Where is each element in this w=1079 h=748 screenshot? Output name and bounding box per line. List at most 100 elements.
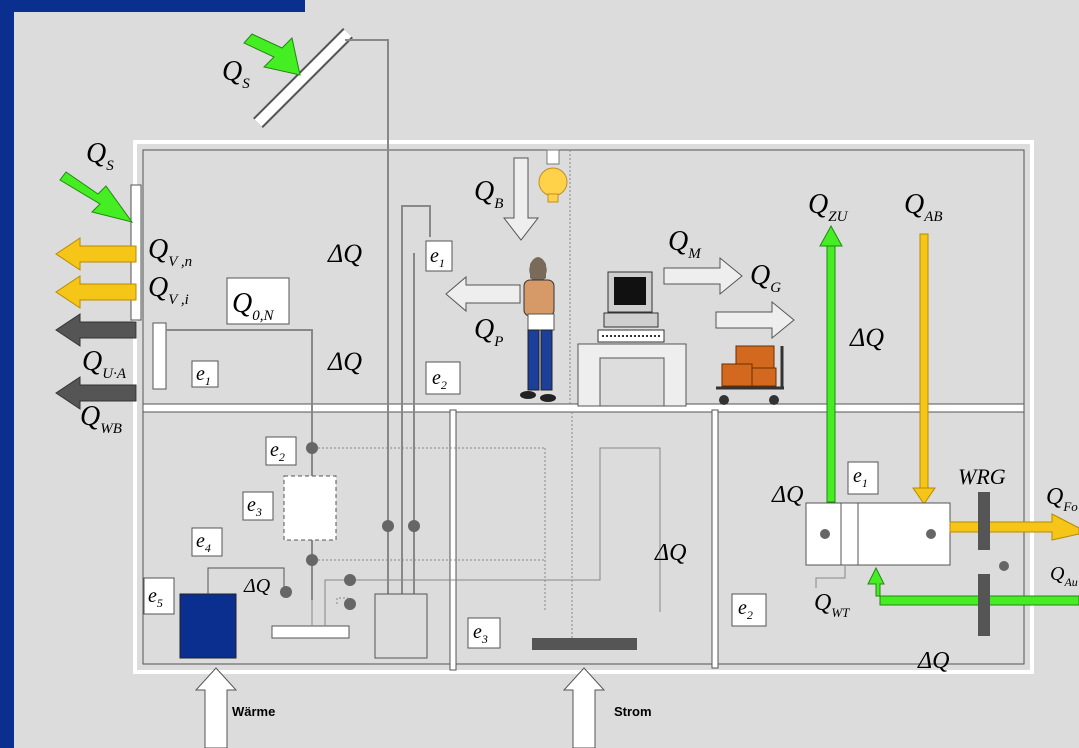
machine-gain-arrow <box>663 256 743 296</box>
hru-port-right <box>926 529 936 539</box>
valve-6 <box>344 574 356 586</box>
dotted-pipe-a <box>336 597 348 604</box>
wrg-plate-lower <box>978 574 990 636</box>
person-gain-arrow <box>445 275 521 313</box>
e-box-2-upper <box>425 361 461 395</box>
e-box-1 <box>191 360 219 388</box>
lighting-gain-arrow <box>502 157 540 241</box>
exhaust-air-arrow-head <box>912 487 936 505</box>
blue-frame-top <box>0 0 305 12</box>
supply-air-arrow-head <box>819 224 843 247</box>
boiler-pipe <box>207 567 285 594</box>
label-wrg: WRG <box>958 464 1006 489</box>
label-e1-c: e1 <box>853 465 868 490</box>
exhaust-air-arrow-shaft <box>919 233 929 489</box>
e-box-3-basement <box>242 491 274 521</box>
label-e1-a: e1 <box>196 363 211 388</box>
distribution-rail <box>271 625 350 639</box>
label-qfo: QFo <box>1046 484 1078 514</box>
pipe-loop <box>401 205 431 598</box>
label-qp: QP <box>474 314 503 350</box>
hru-port-left <box>820 529 830 539</box>
rail-pipe-2 <box>324 579 348 626</box>
label-dq-6: ΔQ <box>243 575 271 597</box>
vent-loss-arrow-i <box>55 275 137 309</box>
label-e1-b: e1 <box>430 245 445 270</box>
transmission-loss-arrow <box>55 313 137 347</box>
label-dq-7: ΔQ <box>917 648 949 674</box>
solar-arrow-left <box>59 171 134 223</box>
e-box-2-basement <box>265 436 297 466</box>
valve-7 <box>344 598 356 610</box>
label-qvn: QV ,n <box>148 234 192 270</box>
e-box-4 <box>191 527 223 557</box>
goods-gain-arrow <box>715 300 795 340</box>
label-qau: QAu <box>1050 563 1078 589</box>
label-waerme: Wärme <box>232 704 275 719</box>
label-qm: QM <box>668 226 702 262</box>
person-icon <box>520 257 556 402</box>
boiler-tank <box>179 593 237 659</box>
heat-supply-arrow <box>194 667 238 748</box>
label-q0n: Q0,N <box>232 288 274 324</box>
label-e3-b: e3 <box>473 621 488 646</box>
computer-icon <box>577 271 687 407</box>
label-e5: e5 <box>148 585 163 610</box>
label-qg: QG <box>750 260 781 296</box>
collector-pipe <box>345 39 389 598</box>
label-dq-1: ΔQ <box>327 239 362 268</box>
label-qvi: QV ,i <box>148 272 189 308</box>
wrg-port <box>999 561 1009 571</box>
lamp-socket <box>546 149 560 165</box>
heat-store-dashed <box>283 475 337 541</box>
power-supply-arrow <box>562 667 606 748</box>
label-qua: QU·A <box>82 346 127 382</box>
power-distributor <box>532 638 637 650</box>
goods-cart-icon <box>716 345 784 405</box>
valve-2 <box>306 554 318 566</box>
valve-1 <box>306 442 318 454</box>
hru-pipe <box>815 566 846 588</box>
label-e2-b: e2 <box>270 439 285 464</box>
label-dq-2: ΔQ <box>327 347 362 376</box>
e-box-5 <box>143 577 175 615</box>
label-qs-top: QS <box>222 56 250 92</box>
label-qwb: QWB <box>80 401 122 437</box>
e-box-2-right <box>731 593 767 627</box>
label-strom: Strom <box>614 704 652 719</box>
label-dq-3: ΔQ <box>849 323 884 352</box>
label-qs-left: QS <box>86 138 114 174</box>
supply-air-arrow-shaft <box>826 243 836 503</box>
q0n-box <box>226 277 290 325</box>
label-dq-4: ΔQ <box>771 482 803 508</box>
e-box-3-middle <box>467 617 501 649</box>
outflow-arrow <box>949 513 1079 541</box>
solar-arrow-top <box>243 33 301 76</box>
label-e2-a: e2 <box>432 367 447 392</box>
heat-bridge-loss-arrow <box>55 376 137 410</box>
bulb-base <box>547 193 559 203</box>
label-dq-5: ΔQ <box>654 540 686 566</box>
storage-tank <box>374 593 428 659</box>
label-qwt: QWT <box>814 590 850 620</box>
basement-wall-1 <box>449 409 457 671</box>
valve-3 <box>382 520 394 532</box>
label-e3-a: e3 <box>247 494 262 519</box>
label-qb: QB <box>474 176 503 212</box>
valve-4 <box>408 520 420 532</box>
valve-5 <box>280 586 292 598</box>
label-e4: e4 <box>196 530 211 555</box>
e-box-1-upper <box>425 240 453 272</box>
solar-collector-face <box>254 29 352 127</box>
radiator <box>152 322 167 390</box>
bulb-icon <box>538 167 568 197</box>
outside-air-arrow <box>867 566 1079 606</box>
e-box-1-right <box>847 461 879 495</box>
vent-loss-arrow-n <box>55 237 137 271</box>
basement-wall-2 <box>711 409 719 669</box>
blue-frame-left <box>0 0 14 748</box>
label-qab: QAB <box>904 189 943 225</box>
label-e2-c: e2 <box>738 597 753 622</box>
wrg-plate-upper <box>978 492 990 550</box>
